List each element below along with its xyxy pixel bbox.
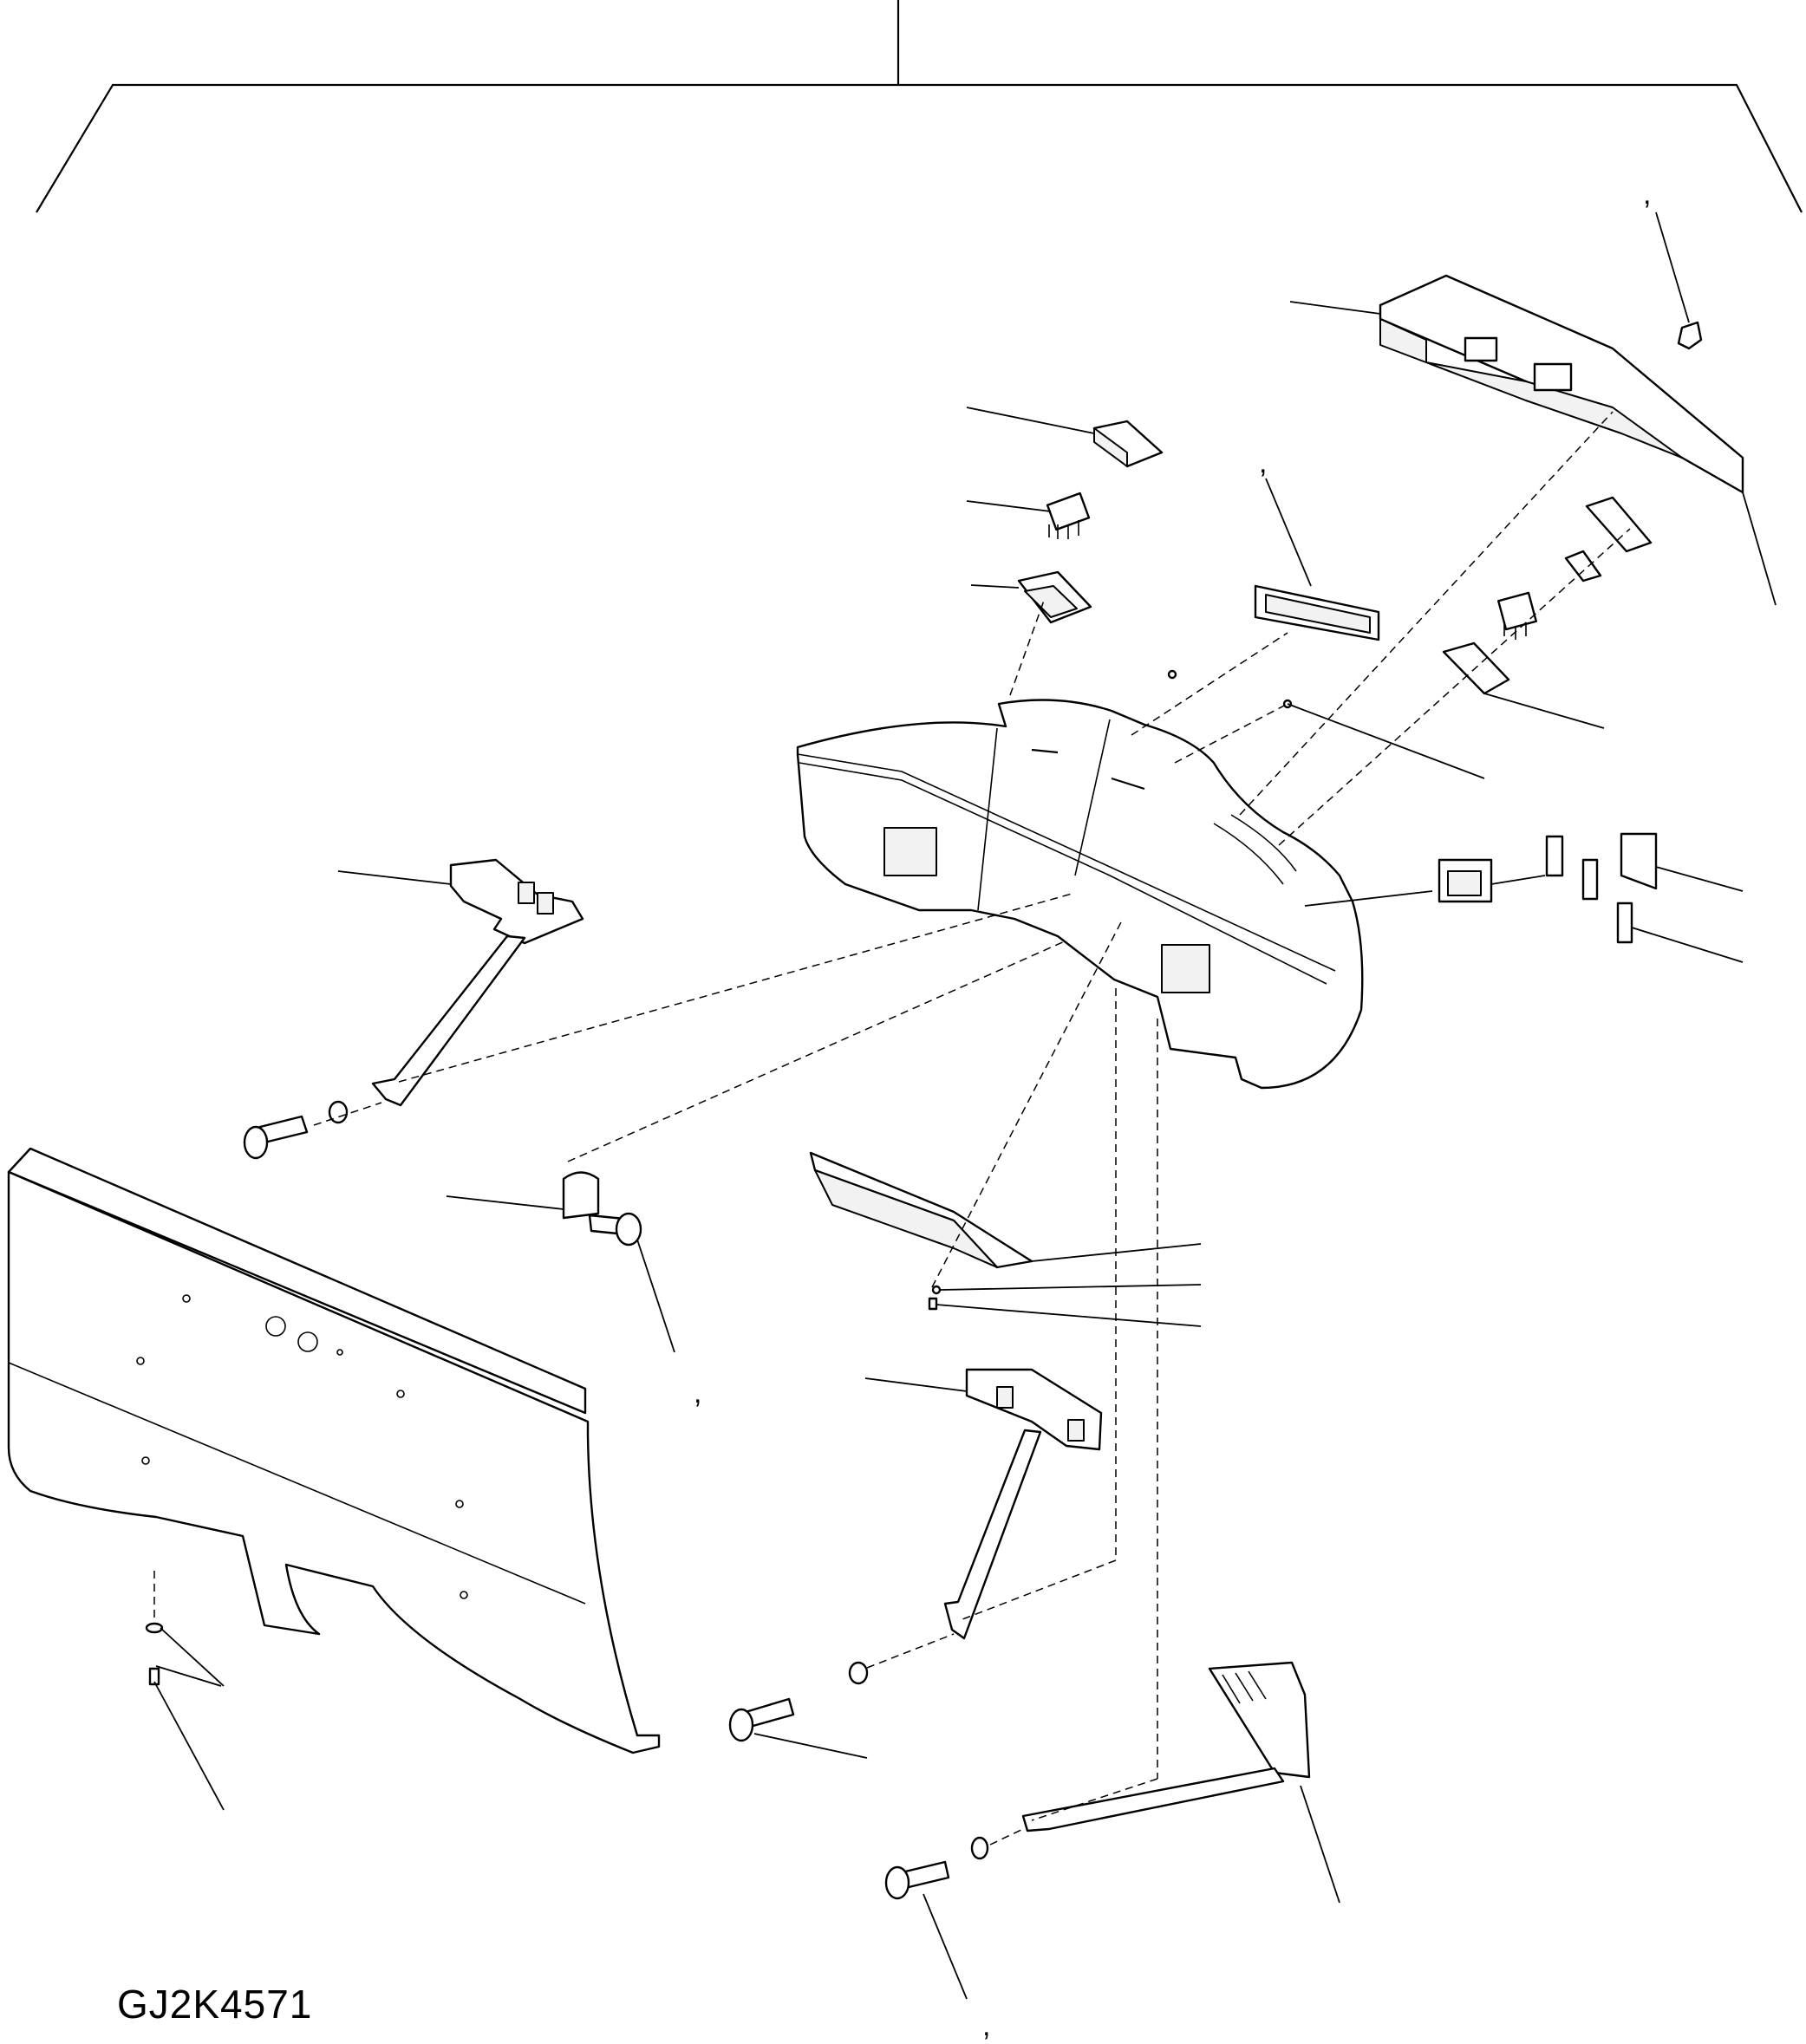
bolt-part [243, 1100, 349, 1160]
assembly-bracket [36, 0, 1803, 213]
clamp-part [446, 1171, 675, 1353]
lower-panel-part [7, 1147, 661, 1754]
assembly-dash-lines [153, 411, 1631, 1845]
center-screw-part [928, 1284, 1202, 1327]
callout-mark: , [982, 2009, 991, 2042]
switch-housing-part [970, 570, 1092, 624]
callout-mark: , [1643, 178, 1652, 211]
drawing-id-label: GJ2K4571 [117, 1982, 313, 2027]
switch-part [966, 491, 1091, 539]
clip-part [1655, 212, 1703, 350]
upper-cover-part [1289, 274, 1777, 606]
left-bracket-part [337, 858, 584, 1107]
switch-housing-right-part [1438, 858, 1546, 903]
cover-plate-part [809, 1151, 1202, 1269]
pad-part [966, 407, 1164, 468]
small-bolt-part [145, 1622, 225, 1811]
screw-part [1167, 669, 1485, 779]
lower-bracket-part [1021, 1661, 1340, 1904]
callout-mark: , [694, 1377, 702, 1409]
lower-bolt-part [884, 1836, 989, 2000]
callout-mark: , [1259, 446, 1268, 479]
center-bolt-part [728, 1661, 869, 1759]
display-window-part [1254, 478, 1380, 641]
center-bracket-part [864, 1368, 1103, 1640]
right-cover-strip [1442, 496, 1653, 729]
plate-part [1545, 832, 1744, 963]
dashboard-housing-part [796, 699, 1433, 1090]
